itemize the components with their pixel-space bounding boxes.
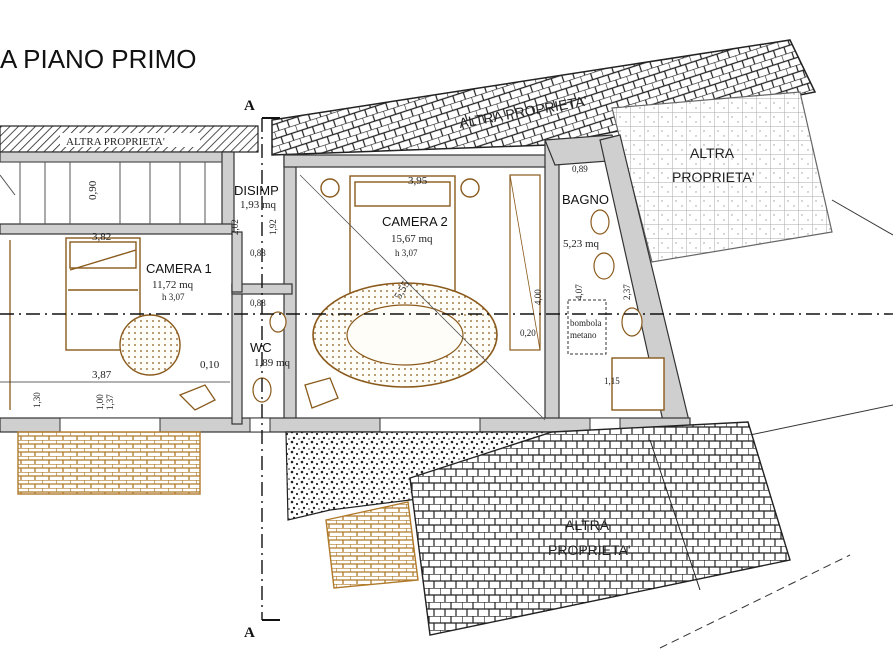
- bagno-tank-line2: metano: [570, 330, 597, 340]
- camera2-side-dim: 4,00: [533, 289, 543, 305]
- dim-win-a: 0,10: [200, 359, 220, 371]
- camera2-wardrobe-diag: [509, 174, 541, 351]
- strip-label-bg: [60, 133, 200, 147]
- bagno-side-dim2: 4,07: [574, 284, 584, 300]
- dim-stair: 0,90: [87, 180, 99, 200]
- altra-proprieta-strip-label: ALTRA PROPRIETA': [66, 136, 165, 148]
- boundary-dashed: [659, 554, 851, 649]
- camera2-diagonal: [299, 174, 546, 421]
- camera1-height: h 3,07: [162, 292, 185, 302]
- building-walls: [0, 134, 691, 433]
- wc-sink: [269, 311, 287, 333]
- dim-cam2-small: 0,20: [520, 328, 536, 338]
- outline-right-2: [749, 404, 893, 436]
- disimp-dim1: 2,02: [230, 219, 240, 235]
- terrace-brick-bottom: [325, 501, 419, 589]
- camera2-height: h 3,07: [395, 248, 418, 258]
- dim-sill-b: 1,37: [105, 394, 115, 410]
- camera2-name: CAMERA 2: [382, 214, 448, 229]
- camera1-area: 11,72 mq: [152, 279, 194, 291]
- camera1-name: CAMERA 1: [146, 261, 212, 276]
- camera2-chair: [304, 377, 339, 409]
- camera2-wardrobe: [509, 174, 541, 351]
- disimp-dim3: 0,88: [250, 248, 266, 258]
- bagno-toilet: [593, 252, 615, 280]
- bagno-bidet: [590, 209, 610, 235]
- altra-proprieta-bottom-line1: ALTRA: [565, 517, 610, 533]
- camera2-area: 15,67 mq: [391, 233, 433, 245]
- dim-cam1-side: 1,30: [32, 392, 42, 408]
- dim-sill-a: 1,00: [95, 394, 105, 410]
- camera1-width-dim: 3,82: [92, 231, 111, 243]
- stone-paving-bottom: [409, 421, 791, 636]
- bottom-windows: [59, 417, 621, 433]
- bagno-sink: [621, 307, 643, 337]
- altra-proprieta-right-line2: PROPRIETA': [672, 169, 755, 185]
- bagno-side-dim1: 2,37: [622, 284, 632, 300]
- disimp-dim2: 1,92: [268, 219, 278, 235]
- paving-divider: [649, 439, 701, 591]
- terrace-brick-left: [17, 431, 201, 495]
- camera2-width-dim: 3,95: [408, 175, 428, 187]
- section-marker-bottom: A: [244, 625, 255, 641]
- section-marker-top: A: [244, 98, 255, 114]
- outline-right: [831, 199, 893, 236]
- disimp-area: 1,93 mq: [240, 199, 277, 211]
- wc-name: WC: [250, 340, 272, 355]
- bagno-area: 5,23 mq: [563, 238, 600, 250]
- page-title: A PIANO PRIMO: [0, 44, 197, 74]
- bagno-top-dim: 0,89: [572, 164, 588, 174]
- bagno-shower: [611, 357, 665, 411]
- wc-area: 1,89 mq: [254, 357, 291, 369]
- camera1-len-dim: 3,87: [92, 369, 112, 381]
- camera1-chair: [178, 384, 216, 411]
- bagno-name: BAGNO: [562, 192, 609, 207]
- altra-proprieta-bottom-line2: PROPRIETA': [548, 542, 631, 558]
- bagno-gas-tank: [567, 299, 607, 355]
- disimp-name: DISIMP: [234, 183, 279, 198]
- bagno-bottom-dim: 1,15: [604, 376, 620, 386]
- bagno-tank-line1: bombola: [570, 318, 602, 328]
- altra-proprieta-right-line1: ALTRA: [690, 145, 735, 161]
- wc-dim1: 0,88: [250, 298, 266, 308]
- camera1-rug: [119, 314, 181, 376]
- stairs: [0, 161, 222, 224]
- camera2-rug-inner: [346, 304, 464, 366]
